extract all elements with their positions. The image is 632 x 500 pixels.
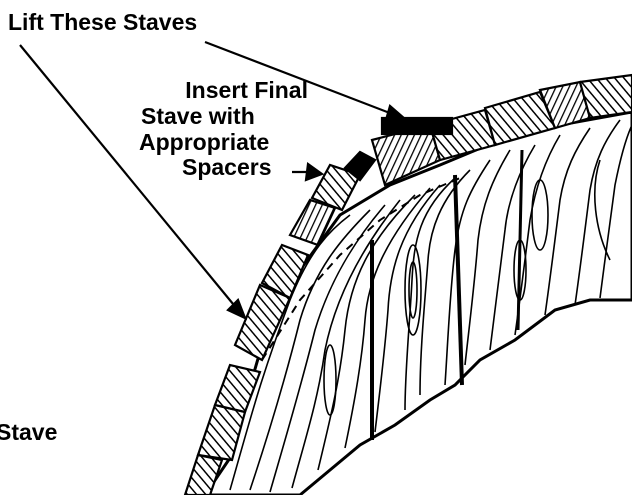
label-insert-final-stave: Insert Final Stave with Appropriate Spac… [138,78,308,181]
label-stave: Stave [0,420,57,446]
label-insert-line: Appropriate [138,130,308,156]
arrowhead [386,106,405,120]
label-insert-line: Spacers [138,155,308,181]
arrowhead [228,300,245,318]
label-insert-line: Stave with [138,104,308,130]
label-insert-line: Insert Final [138,78,308,104]
stave [580,75,632,118]
arrowhead [306,164,322,180]
label-lift-these-staves: Lift These Staves [8,10,197,36]
